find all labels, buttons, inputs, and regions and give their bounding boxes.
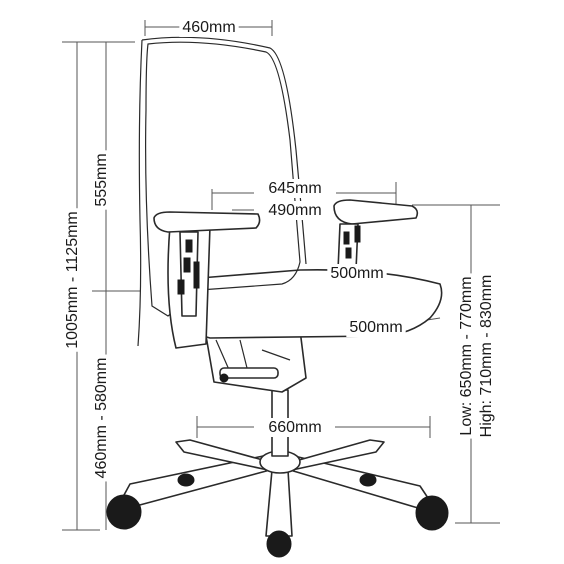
label-backdrop	[265, 179, 325, 198]
backrest-height-label: 555mm	[93, 153, 110, 206]
left-armrest	[153, 211, 261, 317]
seat-width-label: 500mm	[349, 319, 402, 336]
seat-mechanism	[204, 329, 307, 393]
base-diameter-label: 660mm	[268, 419, 321, 436]
casters	[106, 473, 449, 558]
right-armrest	[333, 199, 419, 271]
label-backdrop	[477, 271, 496, 441]
label-backdrop	[63, 208, 82, 352]
label-backdrop	[346, 318, 406, 337]
label-backdrop	[265, 418, 325, 437]
seat-height-label: 460mm - 580mm	[93, 358, 110, 479]
label-backdrop	[327, 264, 387, 283]
label-backdrop	[92, 354, 111, 482]
label-backdrop	[265, 201, 325, 220]
label-backdrop	[457, 273, 476, 439]
mesh-backrest	[145, 41, 301, 317]
label-backdrop	[179, 18, 239, 37]
arm-height-high-label: High: 710mm - 830mm	[478, 275, 495, 438]
seat-depth-label: 500mm	[330, 265, 383, 282]
chair-drawing	[106, 36, 449, 558]
armrest-inner-label: 490mm	[268, 202, 321, 219]
armrest-outer-label: 645mm	[268, 180, 321, 197]
back-width-label: 460mm	[182, 19, 235, 36]
dimension-labels: 460mm 645mm 490mm 500mm 500mm 660mm 1005…	[63, 18, 496, 482]
overall-height-label: 1005mm - 1125mm	[64, 211, 81, 349]
arm-height-low-label: Low: 650mm - 770mm	[458, 276, 475, 435]
label-backdrop	[92, 150, 111, 210]
